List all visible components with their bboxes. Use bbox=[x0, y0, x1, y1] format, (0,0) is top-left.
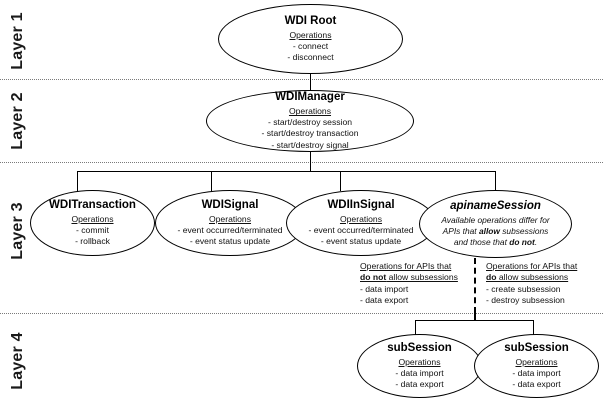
annotation-with-subsessions-item-1: - destroy subsession bbox=[486, 295, 565, 306]
connector-root-to-manager bbox=[310, 72, 311, 95]
annotation-no-subsessions-rest: allow subsessions bbox=[386, 272, 458, 283]
connector-manager-down bbox=[310, 150, 311, 171]
annotation-with-subsessions-bold: do bbox=[486, 272, 497, 283]
node-wdi-transaction[interactable]: WDITransaction Operations - commit - rol… bbox=[30, 190, 155, 256]
apiname-desc-line-2c: subsessions bbox=[499, 226, 549, 237]
node-sub-session-left-op-0: - data import bbox=[395, 367, 444, 378]
annotation-with-subsessions-item-0: - create subsession bbox=[486, 283, 561, 294]
node-wdi-signal-title: WDISignal bbox=[201, 198, 259, 211]
apiname-desc-donot: do not bbox=[509, 237, 535, 248]
apiname-desc-allow: allow bbox=[478, 226, 500, 237]
node-wdi-root-op-0: - connect bbox=[292, 40, 329, 51]
node-sub-session-left-title: subSession bbox=[387, 341, 452, 354]
node-wdi-manager-op-0: - start/destroy session bbox=[267, 117, 353, 128]
connector-drop-signal bbox=[211, 171, 212, 191]
connector-layer3-bus bbox=[77, 171, 496, 172]
node-sub-session-left-ops-heading: Operations bbox=[398, 357, 441, 368]
node-wdi-root[interactable]: WDI Root Operations - connect - disconne… bbox=[218, 4, 403, 74]
node-sub-session-left[interactable]: subSession Operations - data import - da… bbox=[357, 334, 482, 398]
apiname-desc-line-3a: and those that bbox=[453, 237, 510, 248]
connector-dashed-through-separator bbox=[474, 313, 476, 321]
node-wdi-root-ops-heading: Operations bbox=[289, 30, 332, 41]
node-sub-session-right-title: subSession bbox=[504, 341, 569, 354]
apiname-desc-line-3c: . bbox=[534, 237, 538, 248]
layer-separator-2-3 bbox=[0, 162, 603, 163]
node-wdi-transaction-ops-heading: Operations bbox=[71, 214, 114, 225]
node-wdi-manager[interactable]: WDIManager Operations - start/destroy se… bbox=[206, 90, 414, 152]
layer-separator-3-4 bbox=[0, 313, 603, 314]
node-wdi-in-signal-op-1: - event status update bbox=[320, 235, 402, 246]
node-wdi-signal-op-1: - event status update bbox=[189, 235, 271, 246]
connector-drop-transaction bbox=[77, 171, 78, 191]
layer-label-2: Layer 2 bbox=[9, 92, 26, 150]
connector-drop-subsession-right bbox=[533, 320, 534, 336]
annotation-with-subsessions-head-2: do allow subsessions bbox=[486, 272, 577, 283]
node-wdi-signal-ops-heading: Operations bbox=[208, 214, 252, 225]
layer-separator-1-2 bbox=[0, 79, 603, 80]
node-wdi-in-signal[interactable]: WDIInSignal Operations - event occurred/… bbox=[286, 190, 436, 256]
apiname-desc-line-1: Available operations differ for bbox=[441, 214, 550, 225]
annotation-no-subsessions-bold: do not bbox=[360, 272, 387, 283]
annotation-no-subsessions-item-0: - data import bbox=[360, 283, 409, 294]
layer-label-1: Layer 1 bbox=[9, 12, 26, 70]
node-wdi-signal[interactable]: WDISignal Operations - event occurred/te… bbox=[155, 190, 305, 256]
node-wdi-transaction-op-0: - commit bbox=[76, 224, 109, 235]
node-wdi-signal-op-0: - event occurred/terminated bbox=[177, 224, 283, 235]
layer-label-4: Layer 4 bbox=[9, 332, 26, 390]
node-wdi-in-signal-op-0: - event occurred/terminated bbox=[308, 224, 414, 235]
node-sub-session-right[interactable]: subSession Operations - data import - da… bbox=[474, 334, 599, 398]
connector-drop-insignal bbox=[340, 171, 341, 191]
node-apiname-session-title: apinameSession bbox=[450, 199, 541, 212]
node-wdi-root-title: WDI Root bbox=[284, 14, 337, 27]
node-wdi-root-op-1: - disconnect bbox=[287, 51, 334, 62]
node-wdi-manager-title: WDIManager bbox=[275, 91, 345, 104]
node-wdi-manager-op-2: - start/destroy signal bbox=[271, 139, 349, 150]
annotation-with-subsessions-rest: allow subsessions bbox=[496, 272, 569, 283]
annotation-no-subsessions-item-1: - data export bbox=[360, 295, 409, 306]
node-sub-session-right-op-1: - data export bbox=[512, 378, 561, 389]
annotation-with-subsessions: Operations for APIs that do allow subses… bbox=[486, 261, 577, 306]
annotation-no-subsessions-head-2: do not allow subsessions bbox=[360, 272, 458, 283]
node-apiname-session[interactable]: apinameSession Available operations diff… bbox=[419, 190, 572, 258]
connector-drop-apinamesession bbox=[495, 171, 496, 191]
node-sub-session-right-ops-heading: Operations bbox=[515, 357, 558, 368]
node-wdi-in-signal-title: WDIInSignal bbox=[327, 198, 395, 211]
node-wdi-manager-ops-heading: Operations bbox=[288, 106, 332, 117]
node-wdi-manager-op-1: - start/destroy transaction bbox=[261, 128, 359, 139]
annotation-no-subsessions-head-1: Operations for APIs that bbox=[360, 261, 452, 271]
node-wdi-transaction-op-1: - rollback bbox=[75, 235, 110, 246]
apiname-desc-line-2a: APIs that bbox=[442, 226, 479, 237]
node-sub-session-right-op-0: - data import bbox=[512, 367, 561, 378]
layer-label-3: Layer 3 bbox=[9, 202, 26, 260]
connector-apinamesession-dashed bbox=[474, 258, 476, 313]
node-wdi-transaction-title: WDITransaction bbox=[49, 198, 136, 211]
annotation-with-subsessions-head-1: Operations for APIs that bbox=[486, 261, 578, 271]
node-sub-session-left-op-1: - data export bbox=[395, 378, 444, 389]
node-apiname-session-description: Available operations differ for APIs tha… bbox=[431, 215, 559, 248]
annotation-no-subsessions: Operations for APIs that do not allow su… bbox=[360, 261, 458, 306]
node-wdi-in-signal-ops-heading: Operations bbox=[339, 214, 383, 225]
connector-drop-subsession-left bbox=[415, 320, 416, 336]
